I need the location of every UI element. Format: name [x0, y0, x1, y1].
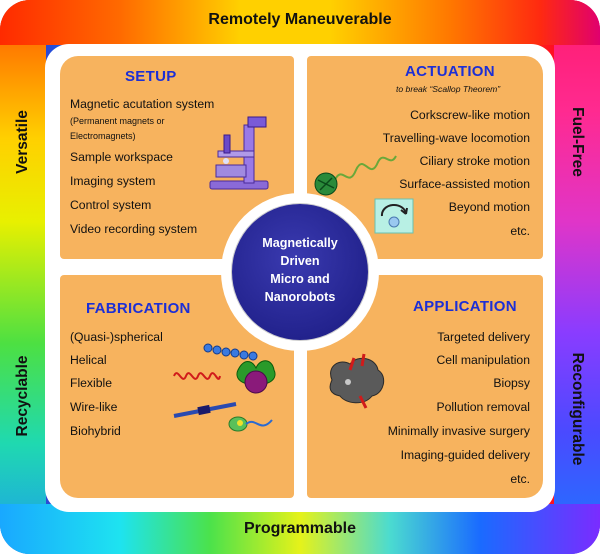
application-item: Cell manipulation	[436, 353, 531, 367]
actuation-item: etc.	[510, 224, 530, 238]
helix-swimmer-icon	[314, 155, 397, 196]
actuation-item: Beyond motion	[448, 200, 530, 214]
biohybrid-cell-icon	[228, 416, 273, 432]
actuation-item: Corkscrew-like motion	[410, 108, 530, 122]
actuation-item: Travelling-wave locomotion	[382, 131, 530, 145]
fabrication-item: Flexible	[70, 376, 112, 390]
wire-robot-icon	[173, 402, 237, 418]
actuation-title: ACTUATION	[405, 63, 495, 80]
frame-band-bottom	[0, 504, 600, 554]
application-item: Imaging-guided delivery	[400, 448, 530, 462]
setup-item-note: Electromagnets)	[70, 131, 136, 141]
border-label-bottom: Programmable	[243, 520, 357, 537]
center-title-line: Nanorobots	[264, 290, 336, 304]
border-label-top: Remotely Maneuverable	[208, 11, 392, 28]
border-label-left-bottom: Recyclable	[14, 355, 31, 437]
application-item: Biopsy	[493, 376, 530, 390]
rolling-arrow-icon	[374, 198, 414, 234]
fabrication-item: Wire-like	[70, 400, 118, 414]
setup-item: Control system	[70, 198, 152, 212]
frame-band-left	[0, 0, 46, 554]
border-label-right-bottom: Reconfigurable	[569, 352, 586, 466]
setup-title: SETUP	[125, 68, 177, 85]
application-item: Minimally invasive surgery	[387, 424, 530, 438]
frame-band-right	[554, 0, 600, 554]
fabrication-item: Biohybrid	[70, 424, 121, 438]
center-circle: Magnetically Driven Micro and Nanorobots	[232, 204, 368, 340]
setup-item: Video recording system	[70, 222, 198, 236]
application-item: Pollution removal	[436, 400, 530, 414]
flexible-wave-icon	[173, 372, 221, 380]
application-item: Targeted delivery	[437, 330, 530, 344]
center-title-line: Micro and	[270, 272, 330, 286]
actuation-subtitle: to break “Scallop Theorem”	[396, 84, 501, 94]
center-title-line: Magnetically	[262, 236, 338, 250]
actuation-item: Surface-assisted motion	[399, 177, 530, 191]
application-item: etc.	[510, 472, 530, 486]
spherical-robot-icon	[236, 360, 276, 394]
center-title-line: Driven	[280, 254, 320, 268]
tumor-target-icon	[329, 353, 385, 409]
actuation-item: Ciliary stroke motion	[419, 154, 530, 168]
setup-item: Imaging system	[70, 174, 156, 188]
fabrication-item: (Quasi-)spherical	[70, 330, 163, 344]
fabrication-item: Helical	[70, 353, 107, 367]
frame-band-top	[0, 0, 600, 45]
setup-item-note: (Permanent magnets or	[70, 116, 165, 126]
fabrication-title: FABRICATION	[86, 300, 191, 317]
setup-item: Sample workspace	[70, 150, 173, 164]
microscope-icon	[209, 116, 269, 190]
border-label-right-top: Fuel-Free	[569, 107, 586, 177]
bead-chain-icon	[203, 343, 258, 361]
application-title: APPLICATION	[413, 298, 517, 315]
setup-item: Magnetic acutation system	[70, 97, 215, 111]
border-label-left-top: Versatile	[14, 110, 31, 174]
